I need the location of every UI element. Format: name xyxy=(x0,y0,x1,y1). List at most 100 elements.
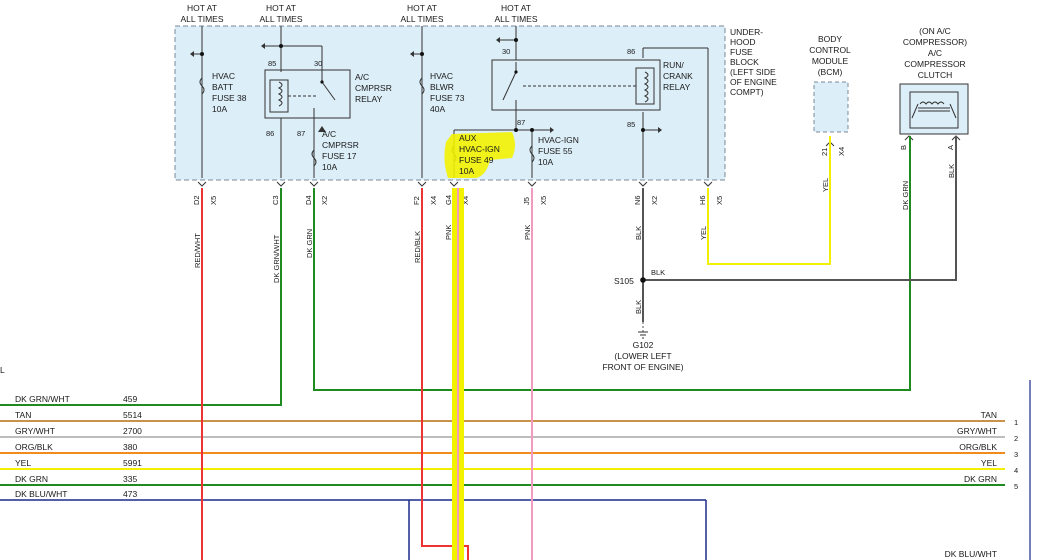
svg-text:DK BLU/WHT: DK BLU/WHT xyxy=(15,489,67,499)
svg-text:86: 86 xyxy=(266,129,274,138)
svg-text:5991: 5991 xyxy=(123,458,142,468)
svg-text:473: 473 xyxy=(123,489,137,499)
svg-text:C3: C3 xyxy=(271,195,280,205)
hot-label-2: HOT AT ALL TIMES xyxy=(260,3,303,24)
svg-text:MODULE: MODULE xyxy=(812,56,849,66)
svg-text:FUSE 73: FUSE 73 xyxy=(430,93,465,103)
fuse-hvac-blwr: HVAC BLWR FUSE 73 40A xyxy=(430,71,465,114)
svg-text:X2: X2 xyxy=(320,196,329,205)
svg-text:FUSE 38: FUSE 38 xyxy=(212,93,247,103)
svg-text:ALL TIMES: ALL TIMES xyxy=(495,14,538,24)
svg-text:459: 459 xyxy=(123,394,137,404)
svg-text:85: 85 xyxy=(268,59,276,68)
svg-text:A: A xyxy=(946,145,955,150)
svg-text:OF ENGINE: OF ENGINE xyxy=(730,77,777,87)
svg-text:TAN: TAN xyxy=(981,410,997,420)
harness-row-1: TAN 5514 TAN 1 xyxy=(15,410,1018,427)
svg-text:X5: X5 xyxy=(539,196,548,205)
svg-text:N6: N6 xyxy=(633,195,642,205)
flow-arrows xyxy=(190,37,662,133)
splice-s105-dot xyxy=(640,277,646,283)
hot-label-1: HOT AT ALL TIMES xyxy=(181,3,224,24)
svg-text:2700: 2700 xyxy=(123,426,142,436)
svg-text:HVAC-IGN: HVAC-IGN xyxy=(459,144,500,154)
svg-text:TAN: TAN xyxy=(15,410,31,420)
svg-text:UNDER-: UNDER- xyxy=(730,27,763,37)
svg-text:YEL: YEL xyxy=(821,178,830,192)
wires xyxy=(201,136,957,560)
svg-text:COMPT): COMPT) xyxy=(730,87,764,97)
svg-text:PNK: PNK xyxy=(444,225,453,240)
svg-text:BLOCK: BLOCK xyxy=(730,57,759,67)
svg-text:FUSE 49: FUSE 49 xyxy=(459,155,494,165)
run-crank-relay: 30 86 87 85 RUN/ CRANK RELAY xyxy=(491,47,693,129)
svg-text:DK GRN: DK GRN xyxy=(305,229,314,258)
svg-text:GRY/WHT: GRY/WHT xyxy=(957,426,997,436)
fuse-hvac-ign: HVAC-IGN FUSE 55 10A xyxy=(538,135,579,167)
svg-text:YEL: YEL xyxy=(15,458,31,468)
fuse-hvac-batt: HVAC BATT FUSE 38 10A xyxy=(212,71,247,114)
harness-row-4: YEL 5991 YEL 4 xyxy=(15,458,1018,475)
svg-text:10A: 10A xyxy=(212,104,227,114)
ac-compressor-clutch: (ON A/C COMPRESSOR) A/C COMPRESSOR CLUTC… xyxy=(899,26,969,135)
svg-text:BLK: BLK xyxy=(634,300,643,314)
svg-text:(LOWER LEFT: (LOWER LEFT xyxy=(614,351,671,361)
svg-text:X5: X5 xyxy=(715,196,724,205)
svg-text:FUSE: FUSE xyxy=(730,47,753,57)
svg-text:40A: 40A xyxy=(430,104,445,114)
svg-text:BLK: BLK xyxy=(947,164,956,178)
svg-text:1: 1 xyxy=(1014,418,1018,427)
svg-text:A/C: A/C xyxy=(355,72,369,82)
svg-text:10A: 10A xyxy=(459,166,474,176)
svg-text:DK GRN: DK GRN xyxy=(964,474,997,484)
svg-text:X4: X4 xyxy=(837,147,846,156)
svg-text:5514: 5514 xyxy=(123,410,142,420)
svg-text:COMPRESSOR: COMPRESSOR xyxy=(904,59,965,69)
svg-text:CLUTCH: CLUTCH xyxy=(918,70,952,80)
svg-text:87: 87 xyxy=(517,118,525,127)
svg-text:21: 21 xyxy=(820,148,829,156)
fuse-highlight xyxy=(444,132,515,178)
svg-text:A/C: A/C xyxy=(928,48,942,58)
svg-text:F2: F2 xyxy=(412,196,421,205)
svg-text:ALL TIMES: ALL TIMES xyxy=(401,14,444,24)
fuse-block-label: UNDER- HOOD FUSE BLOCK (LEFT SIDE OF ENG… xyxy=(730,27,777,97)
splice-s105-label: S105 xyxy=(614,276,634,286)
svg-text:D4: D4 xyxy=(304,195,313,205)
svg-text:X4: X4 xyxy=(461,196,470,205)
svg-text:CMPRSR: CMPRSR xyxy=(322,140,359,150)
svg-text:30: 30 xyxy=(502,47,510,56)
svg-text:86: 86 xyxy=(627,47,635,56)
svg-text:B: B xyxy=(899,145,908,150)
svg-text:H6: H6 xyxy=(698,195,707,205)
svg-text:A/C: A/C xyxy=(322,129,336,139)
svg-text:RED/WHT: RED/WHT xyxy=(193,233,202,268)
svg-text:ALL TIMES: ALL TIMES xyxy=(260,14,303,24)
svg-text:ALL TIMES: ALL TIMES xyxy=(181,14,224,24)
svg-text:CONTROL: CONTROL xyxy=(809,45,851,55)
svg-text:AUX: AUX xyxy=(459,133,477,143)
svg-text:2: 2 xyxy=(1014,434,1018,443)
harness-row-0: DK GRN/WHT 459 xyxy=(15,394,137,404)
svg-text:BLWR: BLWR xyxy=(430,82,454,92)
ground-g102: G102 (LOWER LEFT FRONT OF ENGINE) xyxy=(602,322,684,372)
svg-text:HVAC-IGN: HVAC-IGN xyxy=(538,135,579,145)
svg-text:10A: 10A xyxy=(322,162,337,172)
svg-text:HOT AT: HOT AT xyxy=(266,3,296,13)
svg-text:87: 87 xyxy=(297,129,305,138)
harness-row-5: DK GRN 335 DK GRN 5 xyxy=(15,474,1018,491)
harness-row-6: DK BLU/WHT 473 xyxy=(15,489,137,499)
svg-text:DK GRN/WHT: DK GRN/WHT xyxy=(272,234,281,283)
svg-text:HVAC: HVAC xyxy=(430,71,453,81)
svg-text:BATT: BATT xyxy=(212,82,233,92)
splice-dots xyxy=(200,38,645,132)
svg-text:FUSE 55: FUSE 55 xyxy=(538,146,573,156)
svg-text:BLK: BLK xyxy=(634,226,643,240)
ac-cmprsr-relay: 85 30 86 87 A/C CMPRSR RELAY xyxy=(264,59,392,138)
left-edge-label: L xyxy=(0,365,5,375)
svg-text:HOT AT: HOT AT xyxy=(407,3,437,13)
svg-text:RED/BLK: RED/BLK xyxy=(413,231,422,263)
hot-label-4: HOT AT ALL TIMES xyxy=(495,3,538,24)
svg-text:G4: G4 xyxy=(444,195,453,205)
harness-row-3: ORG/BLK 380 ORG/BLK 3 xyxy=(15,442,1018,459)
